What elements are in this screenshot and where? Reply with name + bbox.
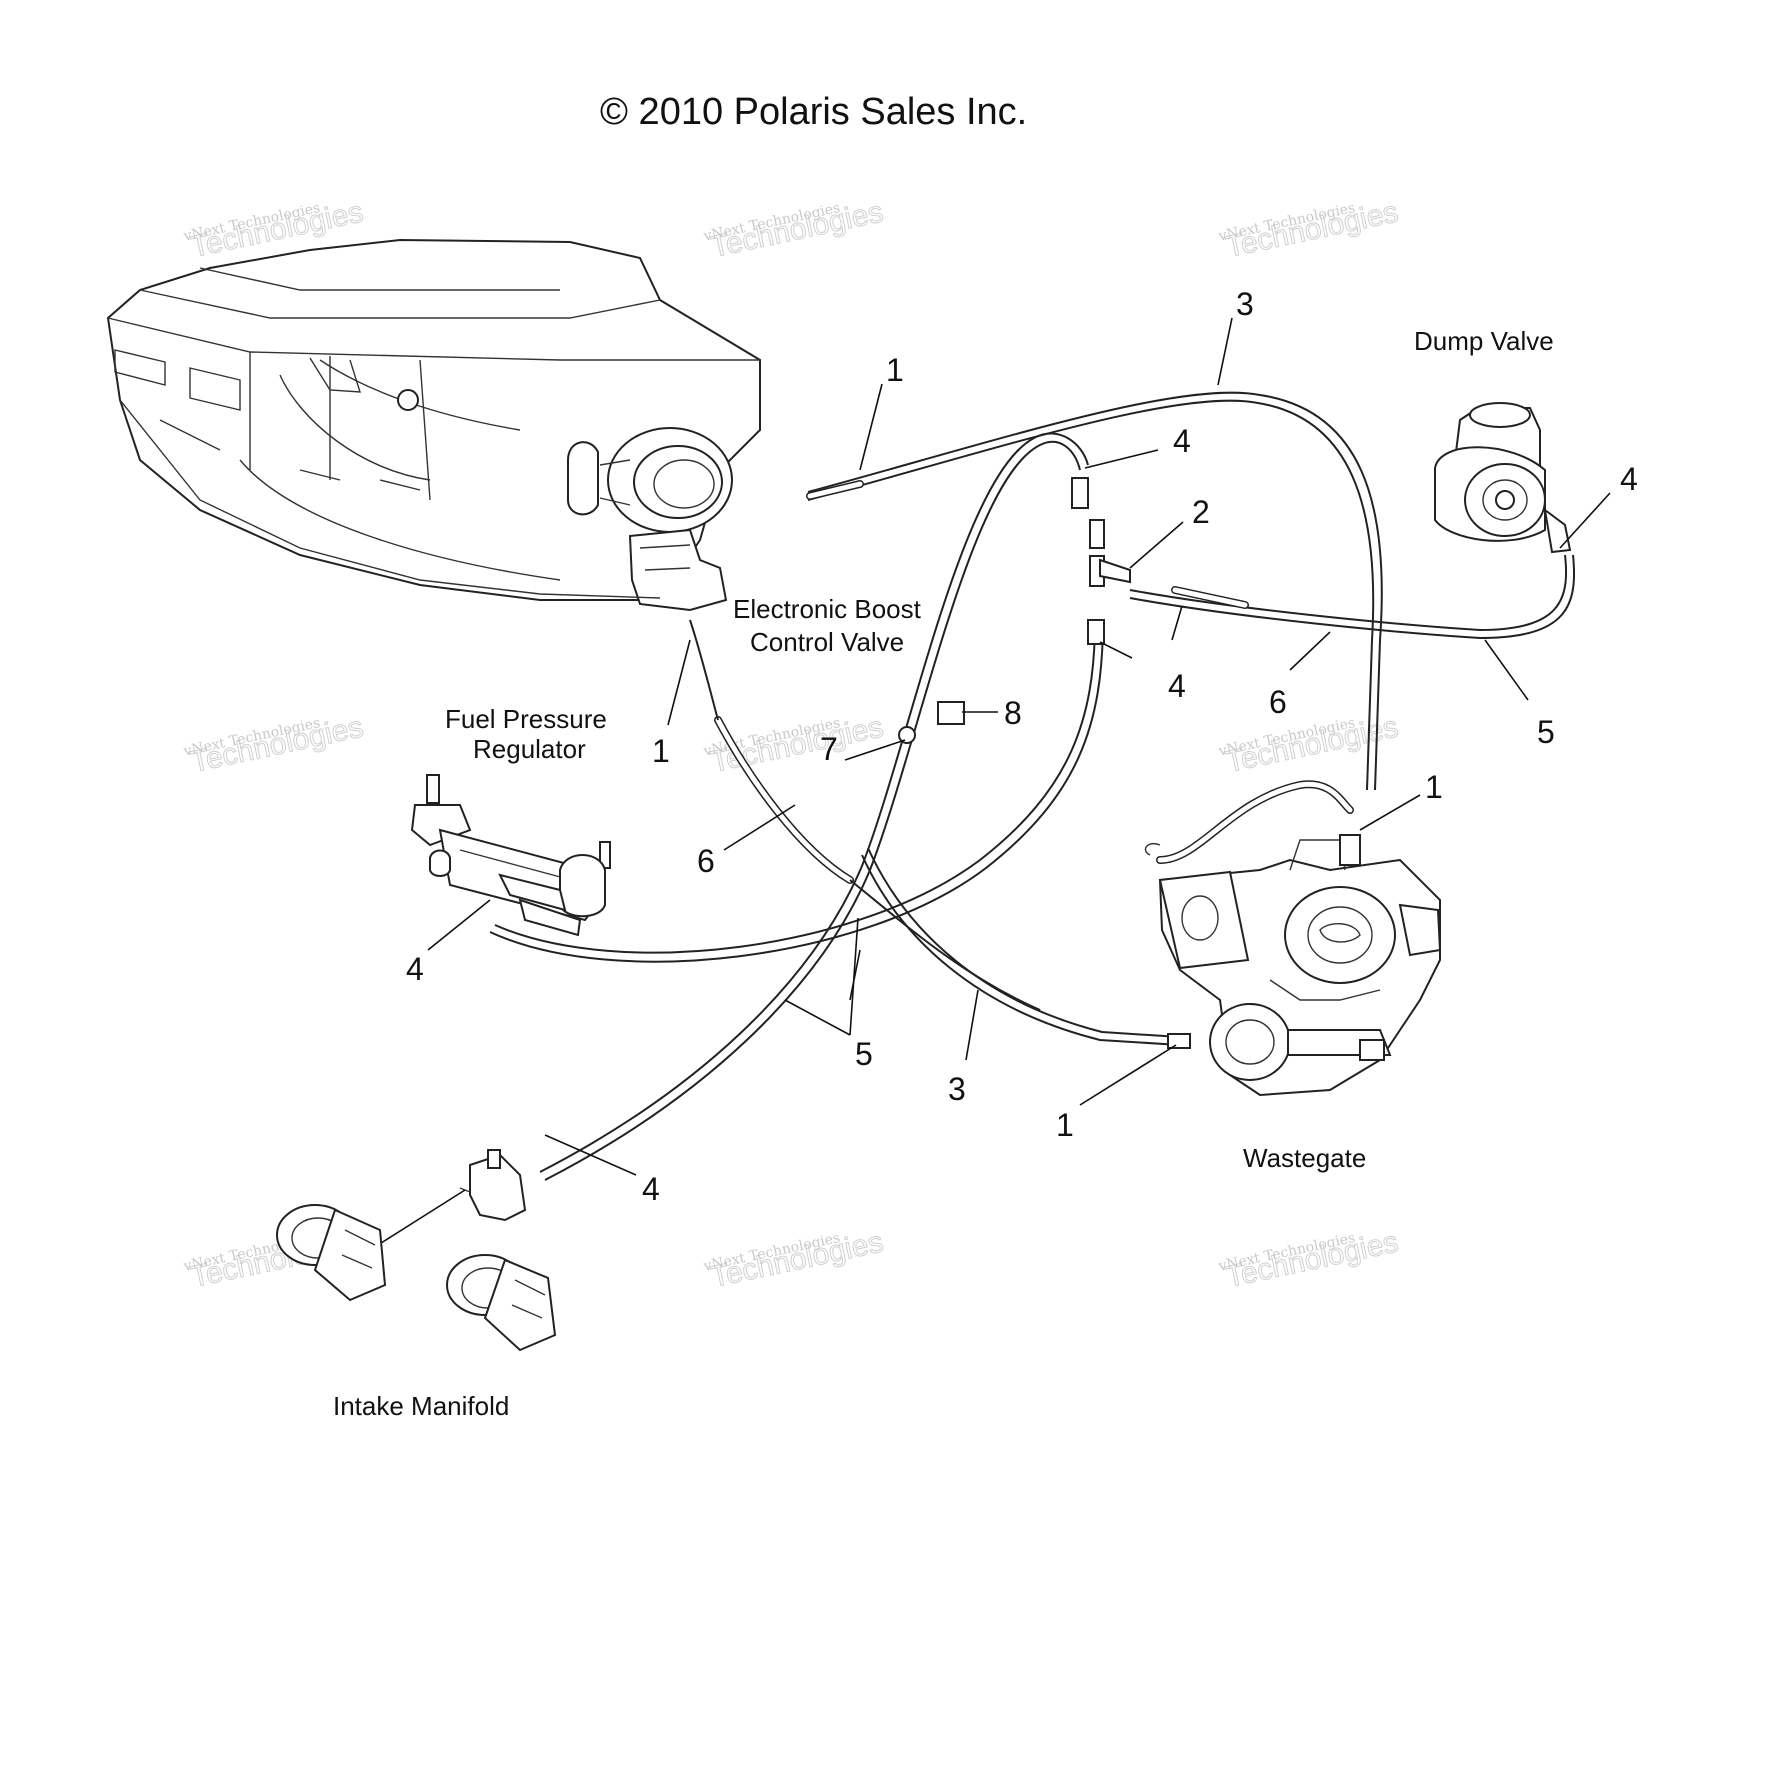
callout-8: 8: [1004, 695, 1022, 731]
watermark: Technologies vNext Technologies: [701, 195, 886, 265]
callout-5: 5: [855, 1036, 873, 1072]
watermark: Technologies vNext Technologies: [701, 1225, 886, 1295]
callout-6: 6: [697, 843, 715, 879]
callout-1: 1: [652, 733, 670, 769]
fuel-pressure-regulator-drawing: [410, 774, 611, 937]
dump-valve-drawing: [1434, 402, 1572, 554]
watermark: Technologies vNext Technologies: [1216, 710, 1401, 780]
callout-2: 2: [1192, 494, 1210, 530]
label-dump-valve: Dump Valve: [1414, 326, 1554, 356]
label-boost-valve-line2: Control Valve: [750, 627, 904, 657]
leader-lines: [427, 317, 1611, 1176]
callout-4: 4: [1168, 668, 1186, 704]
label-wastegate: Wastegate: [1243, 1143, 1366, 1173]
callout-6: 6: [1269, 684, 1287, 720]
callout-4: 4: [642, 1171, 660, 1207]
callout-1: 1: [1425, 769, 1443, 805]
copyright-text: © 2010 Polaris Sales Inc.: [600, 91, 1027, 133]
label-fpr-line1: Fuel Pressure: [445, 704, 607, 734]
callout-1: 1: [886, 352, 904, 388]
callouts: 1 1 1 1 2 3 3 4 4 4 4 4 5 5 6 6 7 8: [406, 286, 1638, 1207]
callout-5: 5: [1537, 714, 1555, 750]
wastegate-drawing: [1144, 834, 1442, 1097]
watermark: Technologies vNext Technologies: [1216, 195, 1401, 265]
label-boost-valve-line1: Electronic Boost: [733, 594, 922, 624]
callout-3: 3: [948, 1071, 966, 1107]
callout-4: 4: [406, 951, 424, 987]
callout-1: 1: [1056, 1107, 1074, 1143]
callout-7: 7: [820, 731, 838, 767]
clip-part-8: [937, 701, 965, 725]
intake-manifold-drawing: [276, 1149, 557, 1352]
screw-part-7: [898, 726, 916, 744]
watermark: Technologies vNext Technologies: [1216, 1225, 1401, 1295]
callout-4: 4: [1620, 461, 1638, 497]
hoses: [489, 391, 1576, 1181]
label-fpr-line2: Regulator: [473, 734, 586, 764]
airbox-assembly-drawing: [106, 238, 761, 612]
callout-4: 4: [1173, 423, 1191, 459]
label-intake-manifold: Intake Manifold: [333, 1391, 509, 1421]
callout-3: 3: [1236, 286, 1254, 322]
watermark: Technologies vNext Technologies: [181, 710, 366, 780]
